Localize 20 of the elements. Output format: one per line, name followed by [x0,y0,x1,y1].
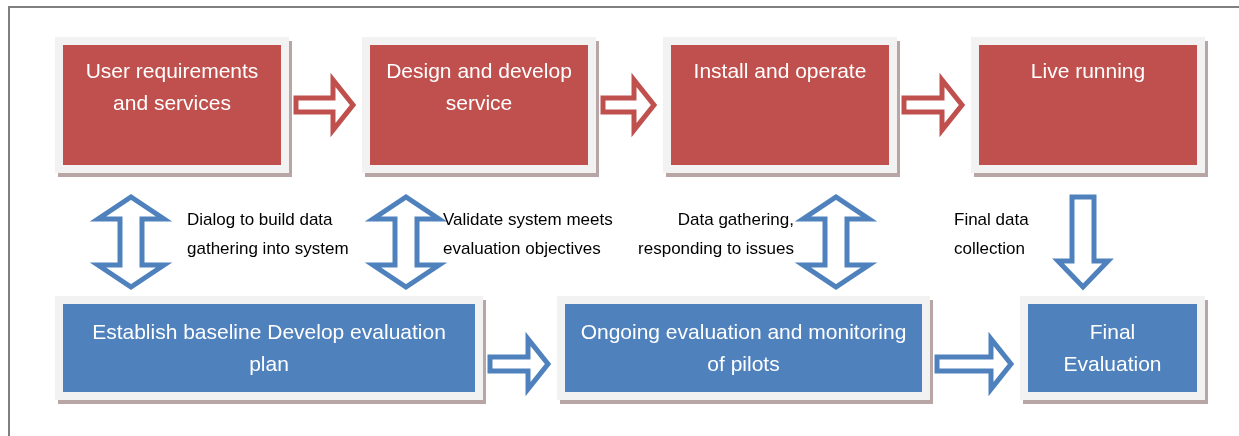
block-arrow [89,194,173,290]
box-label: Establish baseline Develop evaluation plan [91,319,447,377]
block-arrow [901,72,966,138]
box-label: User requirements and services [84,58,260,116]
box-label: Design and develop service [385,58,573,116]
block-arrow [600,72,658,138]
block-arrow [487,331,552,397]
block-arrow [794,194,878,290]
box-label: Install and operate [693,58,867,84]
block-arrow [364,194,448,290]
edge-label: Dialog to build data gathering into system [187,209,350,260]
edge-label: Final data collection [954,209,1030,260]
box-label: Live running [1030,58,1146,84]
box-label: Ongoing evaluation and monitoring of pilots [579,319,908,377]
block-arrow [1052,194,1114,291]
block-arrow [934,331,1015,397]
block-arrow [293,72,357,138]
edge-label: Validate system meets evaluation objectives [443,209,614,260]
box-label: Final Evaluation [1062,319,1163,377]
edge-label: Data gathering, responding to issues [637,209,794,260]
